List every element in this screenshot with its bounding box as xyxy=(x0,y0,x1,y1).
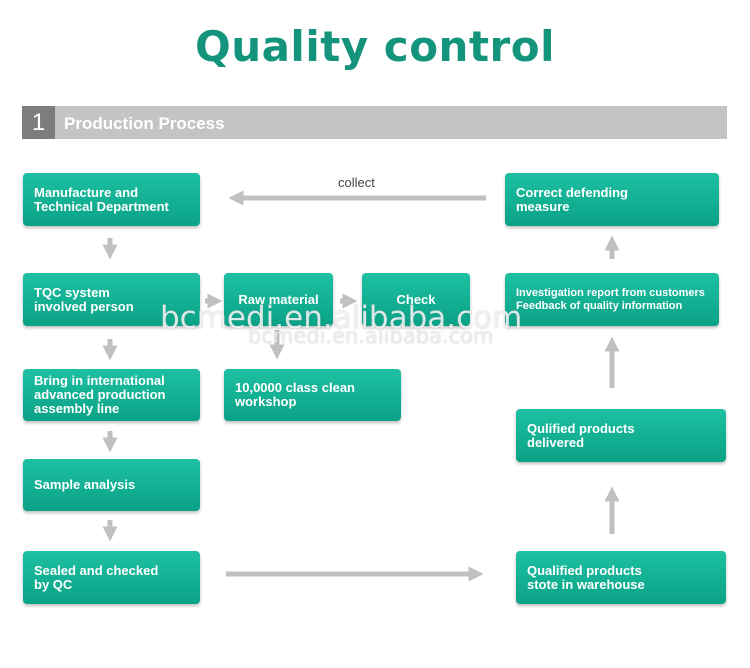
node-raw-material: Raw material xyxy=(224,273,333,326)
node-sealed-label: Sealed and checked by QC xyxy=(34,562,159,592)
node-sample-analysis-label: Sample analysis xyxy=(34,477,136,492)
section-title: Production Process xyxy=(64,114,225,133)
node-delivered-label: Qulified products delivered xyxy=(527,420,635,450)
node-investigation: Investigation report from customers Feed… xyxy=(505,273,719,326)
node-manufacture: Manufacture and Technical Department xyxy=(23,173,200,226)
node-delivered: Qulified products delivered xyxy=(516,409,726,462)
node-correct-measure-label: Correct defending measure xyxy=(516,184,628,214)
node-check-label: Check xyxy=(396,291,436,307)
page-title: Quality control xyxy=(194,22,555,71)
node-investigation-label: Investigation report from customers Feed… xyxy=(516,286,705,312)
node-raw-material-label: Raw material xyxy=(238,291,319,307)
node-correct-measure: Correct defending measure xyxy=(505,173,719,226)
node-bring-in: Bring in international advanced producti… xyxy=(23,369,200,421)
section-number: 1 xyxy=(22,106,55,139)
section-header: 1 Production Process xyxy=(22,106,727,139)
node-clean-workshop-label: 10,0000 class clean workshop xyxy=(235,380,355,409)
node-manufacture-label: Manufacture and Technical Department xyxy=(34,184,169,214)
node-bring-in-label: Bring in international advanced producti… xyxy=(34,373,166,416)
node-warehouse: Qualified products stote in warehouse xyxy=(516,551,726,604)
collect-label: collect xyxy=(338,175,375,190)
node-sealed: Sealed and checked by QC xyxy=(23,551,200,604)
node-sample-analysis: Sample analysis xyxy=(23,459,200,511)
node-tqc-label: TQC system involved person xyxy=(34,284,134,314)
node-tqc: TQC system involved person xyxy=(23,273,200,326)
node-warehouse-label: Qualified products stote in warehouse xyxy=(527,562,645,592)
node-clean-workshop: 10,0000 class clean workshop xyxy=(224,369,401,421)
node-check: Check xyxy=(362,273,470,326)
